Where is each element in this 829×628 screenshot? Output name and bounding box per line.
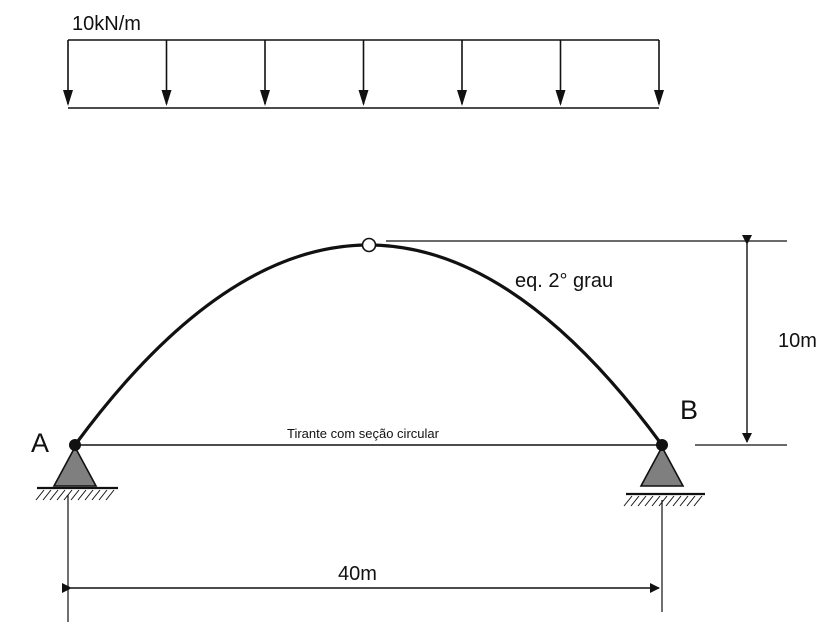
height-dimension: 10m — [386, 235, 817, 446]
ground-hatch-line — [70, 489, 80, 501]
support-a — [35, 439, 118, 501]
ground-hatch-line — [91, 489, 101, 501]
ground-hatch-line — [637, 495, 647, 507]
support-a-label: A — [31, 428, 49, 458]
support-a-triangle — [52, 445, 98, 487]
ground-hatch-line — [623, 495, 633, 507]
span-dimension: 40m — [62, 495, 663, 622]
ground-hatch-line — [644, 495, 654, 507]
support-b-label: B — [680, 395, 698, 425]
ground-hatch-line — [49, 489, 59, 501]
load-arrow-head — [260, 90, 270, 106]
support-b — [623, 439, 705, 507]
arch-equation-label: eq. 2° grau — [515, 270, 613, 292]
load-label: 10kN/m — [72, 13, 141, 35]
ground-hatch-line — [651, 495, 661, 507]
load-arrow-head — [555, 90, 566, 106]
load-arrow-head — [358, 90, 369, 106]
ground-hatch-line — [630, 495, 640, 507]
support-b-hatch — [623, 495, 703, 507]
load-arrow-head — [63, 90, 73, 106]
distributed-load: 10kN/m — [63, 13, 664, 109]
span-label: 40m — [338, 563, 377, 585]
support-a-node — [69, 439, 81, 451]
ground-hatch-line — [77, 489, 87, 501]
ground-hatch-line — [693, 495, 703, 507]
load-arrow-head — [161, 90, 172, 106]
ground-hatch-line — [42, 489, 52, 501]
ground-hatch-line — [98, 489, 108, 501]
ground-hatch-line — [84, 489, 94, 501]
ground-hatch-line — [658, 495, 668, 507]
height-label: 10m — [778, 330, 817, 352]
load-arrow-head — [457, 90, 467, 106]
load-arrow-head — [654, 90, 664, 106]
support-a-hatch — [35, 489, 115, 501]
ground-hatch-line — [665, 495, 675, 507]
ground-hatch-line — [56, 489, 66, 501]
load-arrows — [63, 40, 664, 106]
tie-label: Tirante com seção circular — [287, 426, 440, 441]
support-b-node — [656, 439, 668, 451]
ground-hatch-line — [686, 495, 696, 507]
ground-hatch-line — [672, 495, 682, 507]
crown-hinge — [361, 237, 377, 253]
ground-hatch-line — [105, 489, 115, 501]
ground-hatch-line — [35, 489, 45, 501]
ground-hatch-line — [679, 495, 689, 507]
support-b-triangle — [639, 445, 685, 487]
